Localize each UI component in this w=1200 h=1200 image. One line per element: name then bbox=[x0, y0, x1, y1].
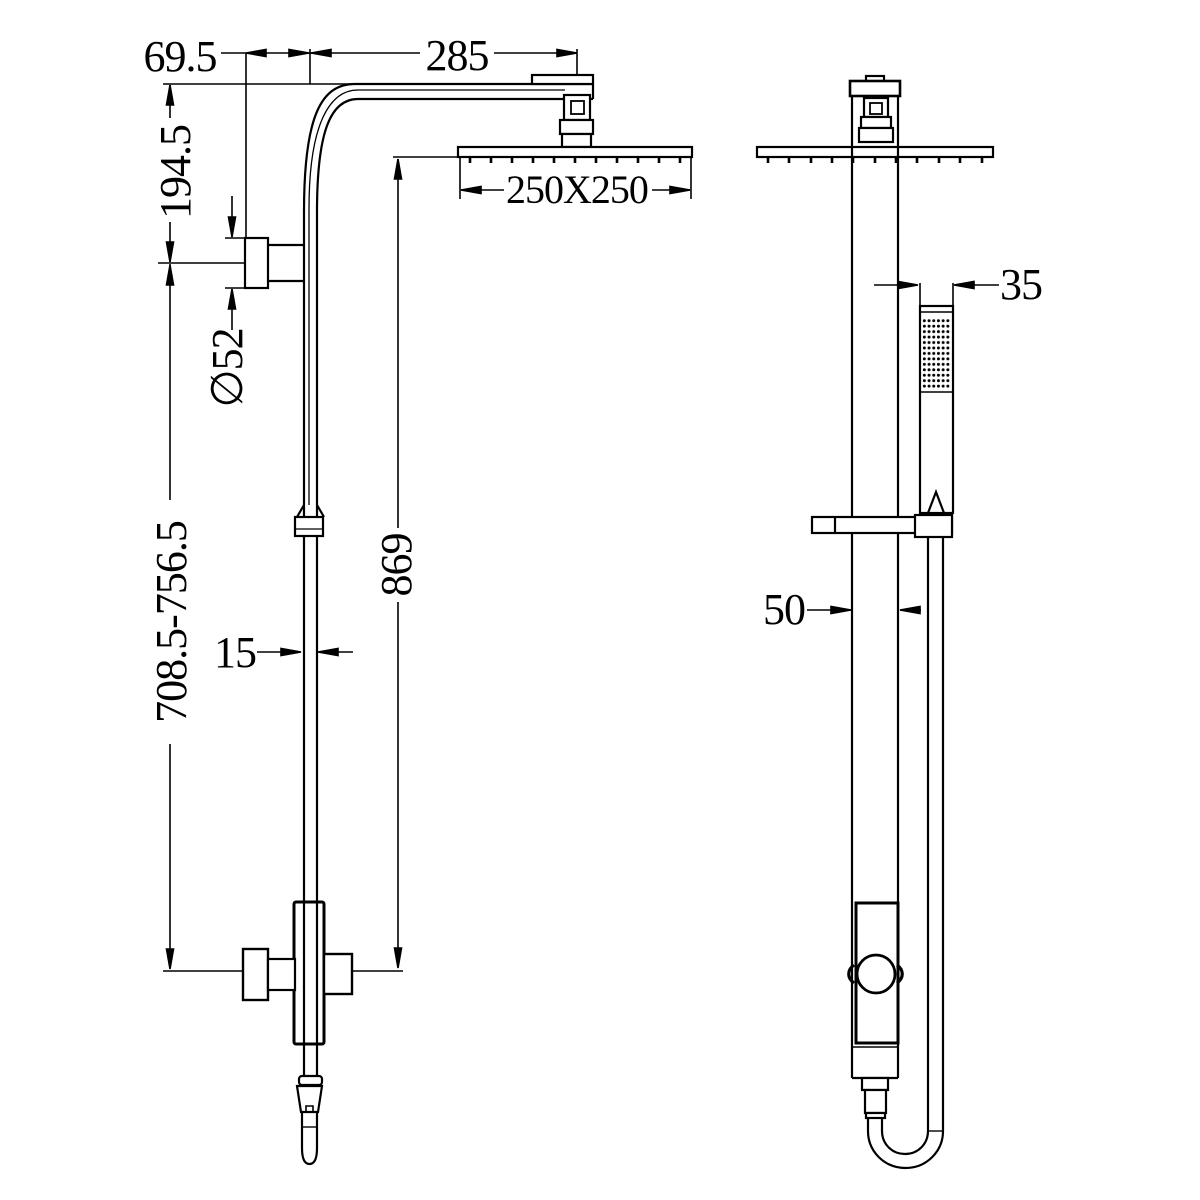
bottom-hose-outlet bbox=[295, 1074, 324, 1166]
swivel-lower bbox=[560, 132, 593, 149]
overhead-shower-head-front bbox=[456, 145, 694, 163]
dim-arm-projection bbox=[310, 48, 578, 75]
head-nozzle-ticks-side bbox=[766, 158, 984, 163]
outlet-flare bbox=[297, 1074, 324, 1087]
dim-label-rail-width: 15 bbox=[214, 628, 256, 677]
arrowhead bbox=[165, 84, 175, 106]
hose-assembly bbox=[852, 537, 945, 1170]
side-swivel-upper bbox=[859, 115, 893, 130]
collar-body bbox=[293, 515, 325, 538]
holder-clamp bbox=[913, 513, 954, 539]
swivel-upper bbox=[558, 118, 595, 136]
arrowhead bbox=[556, 48, 578, 58]
arrowhead bbox=[460, 185, 482, 195]
dim-arm-drop-height bbox=[158, 83, 352, 264]
side-view bbox=[755, 74, 995, 1170]
dim-label-handpiece-width: 35 bbox=[1000, 260, 1042, 309]
arm-end-cap bbox=[530, 73, 595, 86]
collar-shoulder-right bbox=[316, 504, 325, 518]
dim-label-flange-diameter: ∅52 bbox=[203, 328, 252, 407]
arrowhead bbox=[317, 647, 339, 657]
overhead-shower-head-side bbox=[755, 145, 995, 163]
knob-right-lug bbox=[895, 963, 904, 985]
lower-body-side bbox=[847, 901, 904, 1048]
dim-flange-diameter bbox=[225, 196, 246, 330]
collar-shoulder-left bbox=[296, 504, 305, 518]
dim-label-adjustable-range: 708.5-756.5 bbox=[147, 521, 196, 723]
outlet-cone bbox=[295, 1084, 324, 1114]
head-plate bbox=[456, 145, 694, 159]
knob-left-lug bbox=[847, 963, 856, 985]
hose-connector-step1 bbox=[860, 1076, 890, 1092]
bracket-right-stub bbox=[322, 952, 354, 996]
overhead-connector bbox=[530, 73, 595, 149]
wand-inlet-cone bbox=[926, 488, 946, 514]
dim-rail-length bbox=[393, 156, 457, 969]
dim-label-head-size: 250X250 bbox=[506, 167, 648, 212]
front-view bbox=[241, 73, 694, 1166]
arrowhead bbox=[165, 264, 175, 286]
head-nozzle-ticks bbox=[468, 158, 682, 163]
arrowhead bbox=[393, 158, 403, 180]
dim-wall-to-rail-offset bbox=[221, 48, 311, 237]
arrowhead bbox=[227, 288, 237, 310]
arrowhead bbox=[288, 48, 310, 58]
dim-label-column-width: 50 bbox=[763, 585, 805, 634]
arrowhead bbox=[165, 241, 175, 263]
dim-label-arm-projection: 285 bbox=[426, 31, 489, 80]
hand-shower-wand bbox=[918, 304, 955, 515]
hose-ubend-inner bbox=[880, 1130, 930, 1156]
gooseneck-rail-pipe bbox=[302, 82, 595, 1076]
top-wall-flange bbox=[243, 236, 304, 290]
arrowhead bbox=[393, 947, 403, 969]
pipe-outer-edge bbox=[302, 82, 593, 1076]
knob-stem bbox=[266, 957, 297, 992]
lower-bracket-front bbox=[241, 900, 354, 1046]
outlet-nipple bbox=[300, 1112, 319, 1166]
wand-holder-bracket bbox=[810, 513, 954, 539]
wand-spray-face bbox=[922, 318, 951, 390]
arrowhead bbox=[227, 216, 237, 238]
dim-adjustable-range bbox=[163, 264, 403, 972]
shower-column bbox=[848, 74, 902, 1078]
pipe-inner-edge bbox=[315, 97, 593, 1076]
dimension-annotations: 69.5 285 194.5 ∅52 250X250 869 708.5-756… bbox=[144, 31, 1043, 972]
control-knob bbox=[855, 953, 897, 995]
arrowhead bbox=[669, 185, 691, 195]
dim-rail-width bbox=[257, 647, 353, 657]
side-connector-notch bbox=[869, 102, 883, 115]
arrowhead bbox=[245, 48, 267, 58]
arrowhead bbox=[310, 48, 332, 58]
arrowhead bbox=[897, 280, 919, 290]
connector-nut-notch bbox=[570, 100, 585, 115]
flange-body bbox=[243, 236, 270, 290]
diverter-knob bbox=[241, 947, 270, 1002]
dim-label-arm-drop: 194.5 bbox=[151, 125, 200, 219]
side-swivel-lower bbox=[857, 126, 895, 144]
rail-collar-joint bbox=[293, 504, 325, 538]
column-top-cap bbox=[848, 79, 902, 98]
hose-ubend-outer bbox=[866, 1130, 945, 1170]
arrowhead bbox=[953, 280, 975, 290]
dim-handpiece-width bbox=[874, 280, 999, 306]
dim-head-size bbox=[459, 158, 692, 199]
dim-column-width bbox=[807, 605, 921, 615]
hose-connector-collar bbox=[864, 1111, 887, 1120]
dim-label-rail-length: 869 bbox=[372, 534, 421, 597]
arrowhead bbox=[830, 605, 852, 615]
pipe-wall-detail-line bbox=[308, 89, 565, 505]
head-plate-side bbox=[755, 145, 995, 159]
dim-label-wall-offset: 69.5 bbox=[144, 32, 217, 81]
bracket-plate bbox=[292, 900, 326, 1046]
arrowhead bbox=[899, 605, 921, 615]
arrowhead bbox=[280, 647, 302, 657]
outlet-notch bbox=[305, 1105, 314, 1112]
hose-connector-step2 bbox=[863, 1088, 888, 1115]
arrowhead bbox=[165, 948, 175, 970]
